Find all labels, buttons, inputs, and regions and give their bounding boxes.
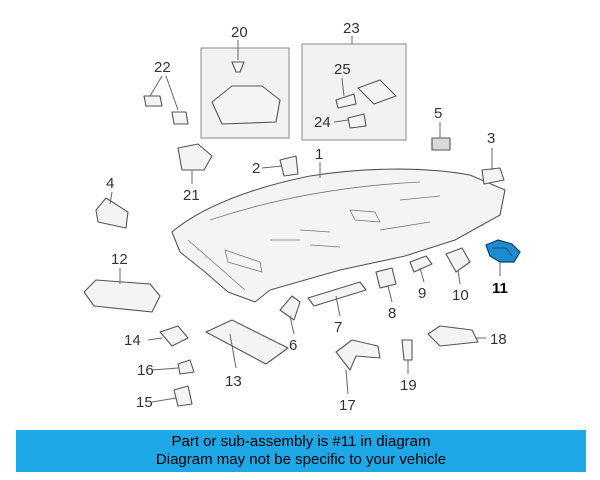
callout-19: 19 [400, 377, 417, 394]
callout-10: 10 [452, 287, 469, 304]
part-15-shape [173, 385, 193, 407]
callout-20: 20 [231, 24, 248, 41]
banner-line-2: Diagram may not be specific to your vehi… [155, 451, 447, 468]
callout-17: 17 [339, 397, 356, 414]
part-18-shape [427, 325, 479, 347]
callout-7: 7 [334, 319, 342, 336]
part-6-shape [279, 295, 301, 321]
part-14-shape [159, 325, 189, 347]
callout-25: 25 [334, 61, 351, 78]
callout-21: 21 [183, 187, 200, 204]
callout-11: 11 [492, 280, 508, 297]
callout-2: 2 [252, 160, 260, 177]
part-21-shape [177, 143, 213, 171]
part-5-shape [431, 137, 451, 151]
callout-24: 24 [314, 114, 331, 131]
banner-line-1: Part or sub-assembly is #11 in diagram [171, 433, 431, 450]
callout-22: 22 [154, 59, 171, 76]
callout-23: 23 [343, 20, 360, 37]
info-banner: Part or sub-assembly is #11 in diagram D… [16, 430, 586, 472]
leader-lines [109, 36, 501, 403]
part-20-shape [211, 85, 281, 125]
part-8-shape [375, 267, 397, 289]
part-4-shape [95, 197, 129, 229]
part-7-rail [307, 281, 367, 307]
headliner-panel [171, 168, 506, 303]
part-19-shape [401, 339, 413, 361]
parts-diagram: 20 23 25 24 22 21 2 1 3 5 4 12 14 16 15 … [83, 20, 521, 414]
part-17-shape [335, 339, 381, 371]
callout-13: 13 [225, 373, 242, 390]
callout-3: 3 [487, 130, 495, 147]
callout-15: 15 [136, 394, 153, 411]
part-13-shape [205, 319, 289, 365]
part-16-shape [177, 359, 195, 375]
callout-8: 8 [388, 305, 396, 322]
part-25-bulb [335, 93, 357, 109]
part-22-b [171, 111, 189, 125]
part-25-shape [357, 79, 397, 105]
callout-14: 14 [124, 332, 141, 349]
callout-5: 5 [434, 105, 442, 122]
part-22-a [143, 95, 163, 107]
part-3-shape [481, 167, 505, 185]
callout-16: 16 [137, 362, 154, 379]
callout-4: 4 [106, 175, 114, 192]
callout-1: 1 [315, 146, 323, 163]
part-12-visor [83, 279, 161, 313]
callout-12: 12 [111, 251, 128, 268]
part-9-shape [409, 255, 433, 273]
part-2-shape [279, 155, 299, 177]
part-11-highlighted [485, 239, 521, 263]
callout-9: 9 [418, 285, 426, 302]
part-24-shape [347, 113, 367, 129]
callout-6: 6 [289, 337, 297, 354]
part-10-shape [445, 247, 471, 273]
part-20-bulb [231, 61, 245, 73]
callout-18: 18 [490, 331, 507, 348]
